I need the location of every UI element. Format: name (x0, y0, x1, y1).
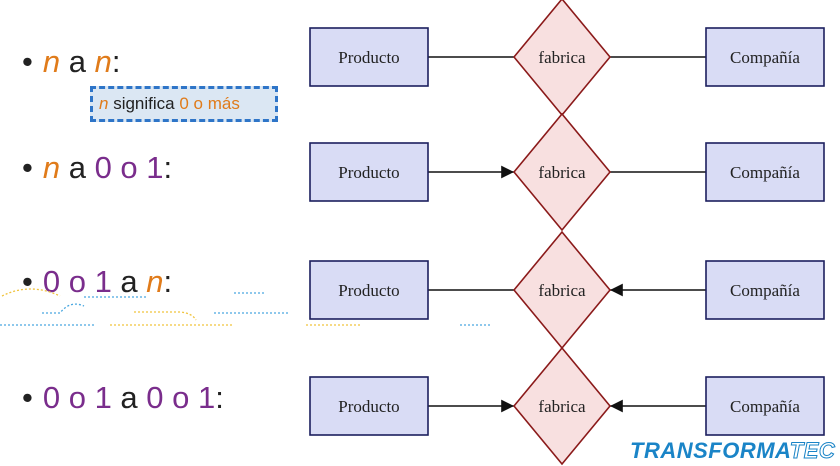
entity-box (309, 260, 429, 320)
bullet-dot: • (22, 150, 33, 185)
relationship-diamond (512, 346, 612, 466)
relationship-label: fabrica (538, 397, 586, 416)
dashed-mark (1, 288, 61, 297)
note-value: 0 o más (179, 94, 240, 113)
bullet-part: a (60, 44, 95, 79)
transformatec-logo: TRANSFORMATEC (630, 438, 835, 464)
relationship-label: fabrica (538, 281, 586, 300)
bullet-part: 0 o 1 (146, 380, 216, 415)
bullet-part: 0 o 1 (94, 150, 164, 185)
bullet-part: a (111, 380, 147, 415)
bullet-part: : (163, 264, 173, 299)
entity-box (705, 142, 825, 202)
entity-box (309, 142, 429, 202)
er-row: Producto fabrica Compañía (309, 230, 825, 350)
entity-box (309, 376, 429, 436)
note-text: significa (108, 94, 180, 113)
bullet-n-to-n: • n a n: (22, 44, 120, 80)
entity-label: Compañía (730, 48, 800, 67)
entity-label: Producto (338, 397, 399, 416)
logo-part-1: TRANSFORMA (630, 438, 790, 463)
logo-part-2: TEC (789, 438, 836, 464)
bullet-part: n (94, 44, 112, 79)
entity-box (309, 27, 429, 87)
bullet-n-to-0-or-1: • n a 0 o 1: (22, 150, 172, 186)
bullet-part: a (111, 264, 147, 299)
bullet-part: 0 o 1 (42, 380, 112, 415)
entity-label: Producto (338, 48, 399, 67)
note-box: n significa 0 o más (90, 86, 278, 122)
entity-label: Producto (338, 163, 399, 182)
bullet-dot: • (22, 264, 33, 299)
bullet-dot: • (22, 380, 33, 415)
entity-label: Compañía (730, 281, 800, 300)
relationship-diamond (512, 112, 612, 232)
entity-box (705, 260, 825, 320)
bullet-part: : (111, 44, 121, 79)
bullet-part: n (42, 44, 61, 79)
bullet-part: n (42, 150, 61, 185)
er-row: Producto fabrica Compañía (309, 346, 825, 466)
entity-label: Compañía (730, 163, 800, 182)
entity-box (705, 376, 825, 436)
relationship-label: fabrica (538, 163, 586, 182)
bullet-part: : (163, 150, 173, 185)
entity-label: Producto (338, 281, 399, 300)
bullet-part: n (146, 264, 164, 299)
er-row: Producto fabrica Compañía (309, 0, 825, 117)
relationship-label: fabrica (538, 48, 586, 67)
entity-box (705, 27, 825, 87)
bullet-part: : (215, 380, 224, 415)
bullet-part: a (60, 150, 95, 185)
er-row: Producto fabrica Compañía (309, 112, 825, 232)
note-n: n (99, 94, 109, 113)
entity-label: Compañía (730, 397, 800, 416)
bullet-0-or-1-to-0-or-1: • 0 o 1 a 0 o 1: (22, 380, 224, 416)
bullet-dot: • (22, 44, 33, 79)
